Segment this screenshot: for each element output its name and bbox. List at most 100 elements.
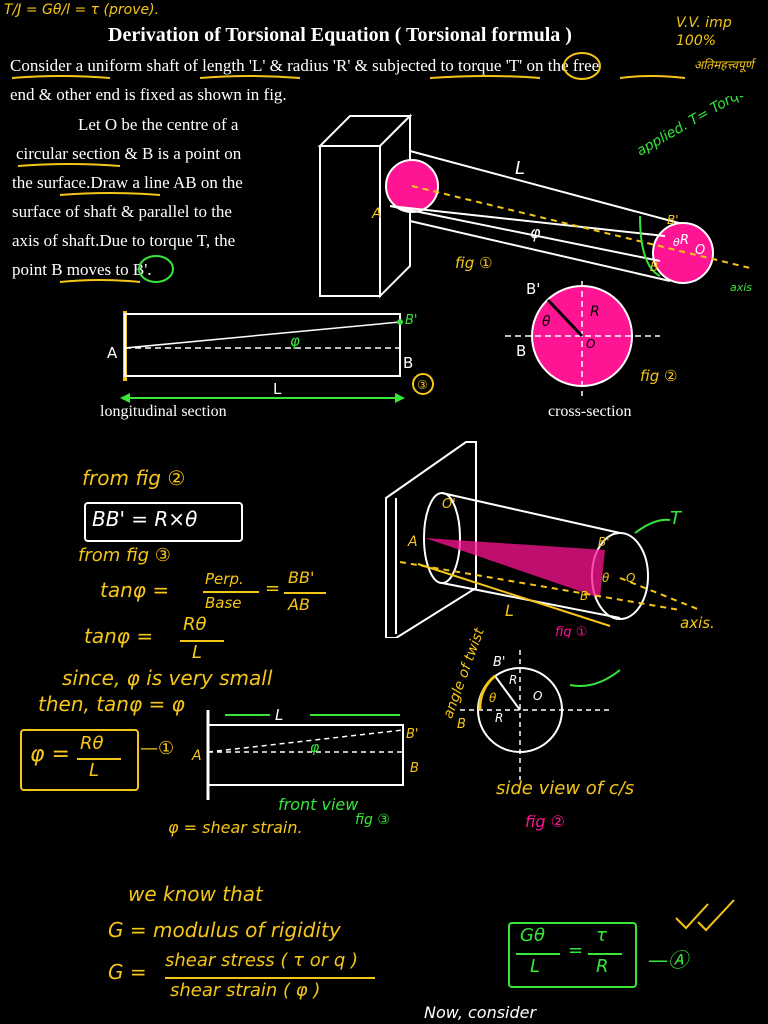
fig1-label-B1: B' [667,213,679,227]
intro-para-line-2: circular section & B is a point on [16,144,242,163]
fig2-label-theta: θ [542,314,551,330]
equation1-fraction-bar [77,758,121,760]
front-view-label-A: A [191,748,202,764]
fig1-label-O: O [695,243,705,258]
fig2-label-R: R [590,304,600,320]
tan-bb-fraction-bar [284,592,326,594]
fig3-circle-number: ③ [417,378,428,392]
side-view-diagram: B' R R O B θ angle of twist [440,626,621,780]
side-view-label-B1: B' [493,655,506,670]
side-view-label-B: B [457,717,466,732]
tan-BB1: BB' [288,568,315,587]
fig3d-label-theta: θ [602,571,610,585]
tan-definition-lhs: tanφ = [100,578,170,602]
boxed-result-right-bar [588,953,622,955]
tan-perp-fraction-bar [203,591,259,593]
fig1-axis-label: axis [730,281,752,294]
fig1-3d-shaft-diagram: A O' B' B θ O T L axis. fig ① [385,441,715,638]
fig3-longitudinal-section: A B B' φ L ③ [107,311,434,403]
check-mark-icon [675,899,735,932]
since-phi-small: since, φ is very small [62,666,273,690]
boxed-result-left-numerator: Gθ [520,925,545,946]
fig3-label-L: L [273,380,282,398]
importance-note: V.V. imp 100% [676,15,732,49]
fig2-label: fig ② [640,367,677,385]
page-title: Derivation of Torsional Equation ( Torsi… [108,24,572,46]
intro-line-1: Consider a uniform shaft of length 'L' &… [10,56,600,75]
fig1-label-R: R [680,233,689,248]
equation1-box [20,729,139,791]
intro-para-line-5: axis of shaft.Due to torque T, the [12,231,236,250]
equation1-lhs: φ = [30,742,70,767]
side-view-label-O: O [533,689,542,703]
shear-strain-note: φ = shear strain. [168,818,303,837]
intro-para-line-1: Let O be the centre of a [78,115,239,134]
fig1-label-phi: φ [530,223,541,242]
arc-length-equation: BB' = R×θ [92,507,198,531]
side-view-label-R-lower: R [495,711,503,725]
top-left-formula-note: T/J = Gθ/l = τ (prove). [4,2,160,18]
side-view-fig-label: fig ② [525,812,565,831]
fig2-label-O: O [586,337,595,351]
fig2-cross-section: B' B R O θ fig ② [505,280,677,396]
from-fig2-label: from fig ② [82,466,186,490]
boxed-result-right-numerator: τ [596,925,607,946]
intro-line-2: end & other end is fixed as shown in fig… [10,85,287,104]
front-view-fig-label: fig ③ [355,812,390,828]
tan-result-lhs: tanφ = [84,624,154,648]
fig1-label-B: B [650,260,658,274]
fig3d-label-B1: B' [598,535,610,549]
then-tan-phi: then, tanφ = φ [38,692,185,716]
modulus-fraction-bar [165,977,375,979]
boxed-result-tag: —Ⓐ [648,948,688,972]
fig1-shaft-diagram: L φ A B B' R O θ fig ① applied. T= Torqu… [317,96,768,299]
equation1-denominator: L [89,760,100,781]
fig3d-label-O: O [626,571,635,585]
tan-AB: AB [288,595,310,614]
tan-result-denominator: L [192,642,203,663]
fig1-label-A: A [371,206,382,222]
from-fig3-label: from fig ③ [78,545,171,566]
tan-result-numerator: Rθ [183,614,207,635]
fig2-caption: cross-section [548,403,632,420]
front-view-label-B1: B' [406,727,419,742]
modulus-numerator: shear stress ( τ or q ) [165,950,359,971]
now-consider: Now, consider [424,1003,537,1022]
fig3d-label-T: T [670,508,683,529]
side-view-caption: side view of c/s [496,778,635,799]
equation1-tag: —① [140,738,175,759]
boxed-result-right-denominator: R [596,956,609,977]
front-view-caption: front view [278,795,359,814]
intro-para-line-3: the surface.Draw a line AB on the [12,173,243,192]
equation1-numerator: Rθ [80,733,104,754]
boxed-result-left-bar [516,953,560,955]
side-view-label-R: R [509,673,517,687]
tan-equals: = [265,578,281,599]
fig2-label-B1: B' [526,280,540,298]
modulus-denominator: shear strain ( φ ) [170,980,321,1001]
front-view-label-phi: φ [310,740,320,756]
fig3d-label-B: B [580,589,588,603]
fig3-label-A: A [107,344,118,362]
boxed-result-left-denominator: L [530,956,541,977]
intro-para-line-4: surface of shaft & parallel to the [12,202,232,221]
fig3-label-B1: B' [405,313,418,328]
modulus-definition: G = modulus of rigidity [108,918,341,942]
fig1-applied-note: applied. T= Torque = F×R [634,96,768,159]
fig3d-fig-label: fig ① [555,625,587,638]
fig3d-label-A: A [407,534,418,550]
front-view-label-L: L [275,706,283,724]
tan-result-fraction-bar [180,640,224,642]
fig3d-axis-label: axis. [680,614,715,632]
side-view-label-theta: θ [489,691,497,705]
tan-base: Base [205,594,242,612]
hindi-importance-note: अतिमहत्त्वपूर्ण [694,58,754,72]
boxed-result [508,922,637,988]
fig1-label: fig ① [455,254,492,272]
fig3d-label-L: L [505,601,514,620]
fig1-label-L: L [515,158,525,179]
intro-para-line-6: point B moves to B'. [12,260,152,279]
front-view-label-B: B [410,761,419,776]
fig2-label-B: B [516,342,526,360]
